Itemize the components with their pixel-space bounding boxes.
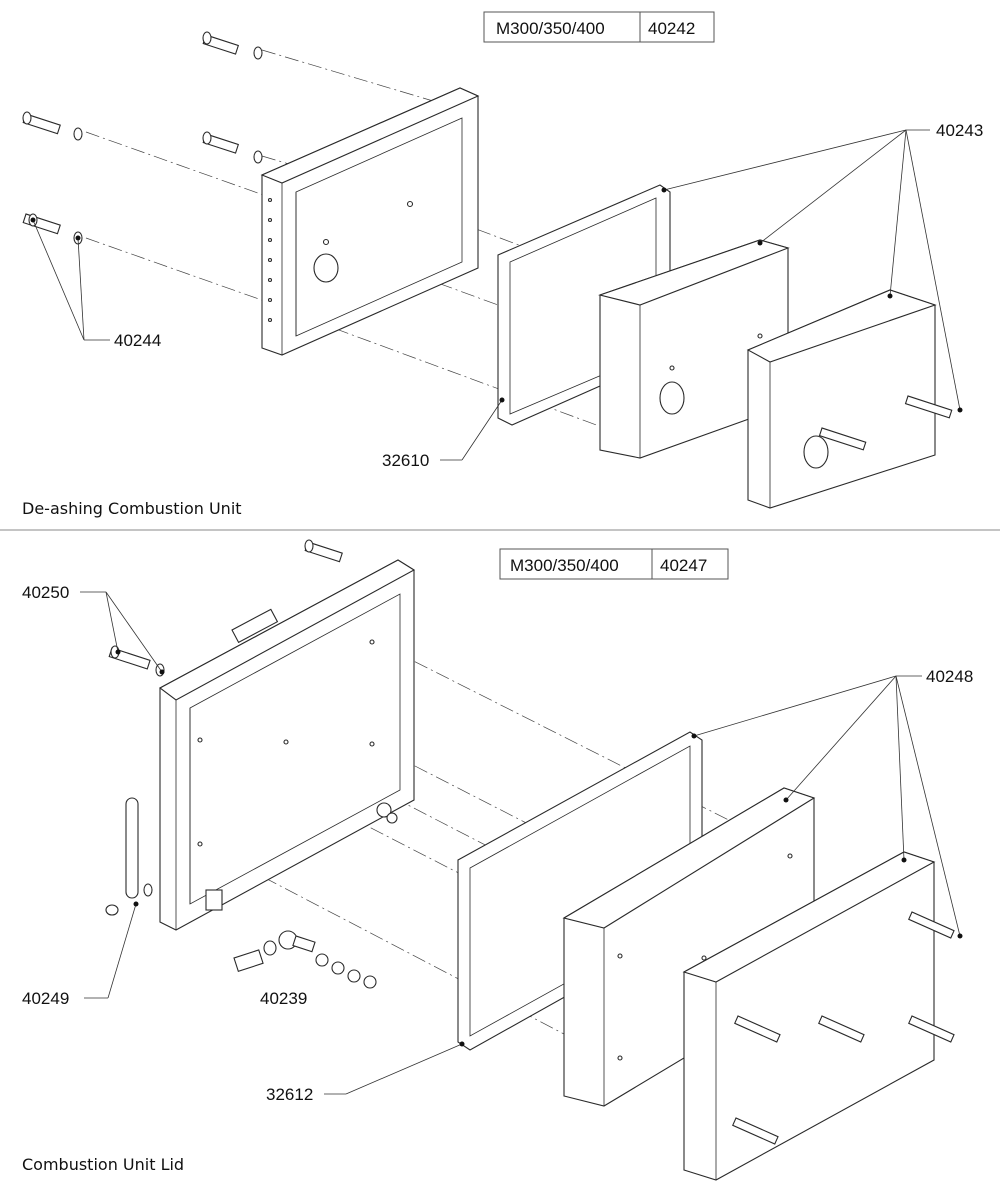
top-bolts — [22, 31, 263, 245]
bottom-label-40248: 40248 — [926, 667, 973, 686]
bottom-parts-table: M300/350/400 40247 — [499, 548, 729, 580]
bottom-label-40250: 40250 — [22, 583, 69, 602]
bottom-label-32612: 32612 — [266, 1085, 313, 1104]
top-table-model: M300/350/400 — [496, 19, 605, 38]
handle-assembly — [233, 930, 377, 989]
bottom-label-40239: 40239 — [260, 989, 307, 1008]
top-insulation-block — [598, 239, 790, 459]
top-label-32610: 32610 — [382, 451, 429, 470]
top-section-caption: De-ashing Combustion Unit — [22, 499, 242, 518]
top-table-number: 40242 — [648, 19, 695, 38]
top-parts-table: M300/350/400 40242 — [483, 11, 715, 43]
top-frame — [260, 87, 480, 356]
bolt — [202, 31, 263, 60]
bottom-callouts: 40250 40248 40249 40239 32612 — [22, 583, 973, 1104]
bottom-table-model: M300/350/400 — [510, 556, 619, 575]
bottom-insulation-block — [562, 787, 816, 1107]
bolt — [304, 539, 343, 563]
top-callouts: 40243 40244 32610 — [30, 121, 983, 470]
bottom-lid-frame — [158, 559, 416, 931]
top-label-40243: 40243 — [936, 121, 983, 140]
bottom-plate — [682, 851, 955, 1181]
latch — [105, 797, 153, 916]
top-plate — [746, 289, 953, 509]
top-label-40244: 40244 — [114, 331, 161, 350]
bolt — [202, 131, 263, 164]
bolt — [22, 111, 83, 141]
bottom-label-40249: 40249 — [22, 989, 69, 1008]
bottom-section-caption: Combustion Unit Lid — [22, 1155, 184, 1174]
bottom-table-number: 40247 — [660, 556, 707, 575]
